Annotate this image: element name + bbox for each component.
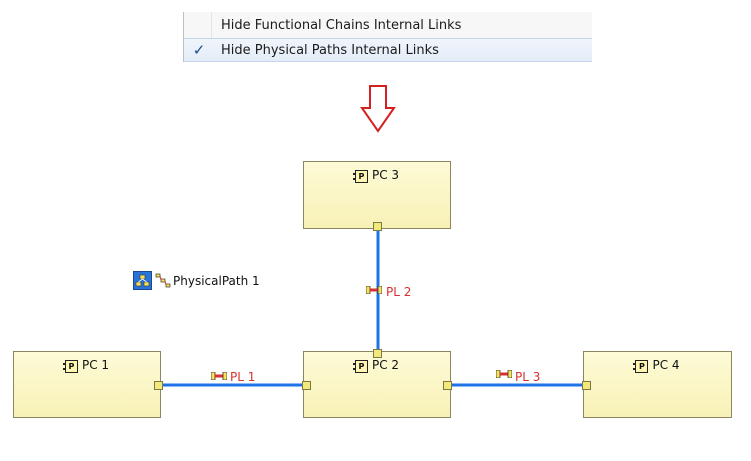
physical-path-label[interactable]: PhysicalPath 1	[173, 274, 260, 288]
node-label: PC 2	[371, 358, 400, 372]
physical-component-icon: P	[62, 360, 78, 373]
menu-item-hide-physical-paths[interactable]: ✓ Hide Physical Paths Internal Links	[184, 38, 592, 62]
port-pc1-right[interactable]	[154, 381, 163, 390]
context-menu: Hide Functional Chains Internal Links ✓ …	[183, 12, 592, 62]
menu-item-label: Hide Functional Chains Internal Links	[221, 17, 462, 33]
physical-component-icon: P	[352, 360, 368, 373]
physical-link-icon	[211, 372, 227, 380]
port-pc2-right[interactable]	[443, 381, 452, 390]
physical-component-icon: P	[352, 170, 368, 183]
port-pc2-top[interactable]	[373, 349, 382, 358]
link-label-pl3[interactable]: PL 3	[515, 370, 541, 384]
link-label-pl1[interactable]: PL 1	[230, 370, 256, 384]
port-pc2-left[interactable]	[302, 381, 311, 390]
physical-link-icon	[496, 370, 512, 378]
port-pc3-bottom[interactable]	[373, 222, 382, 231]
down-arrow-icon	[360, 85, 396, 133]
physical-link-icon	[366, 286, 382, 294]
link-label-pl2[interactable]: PL 2	[386, 285, 412, 299]
physical-path-icon	[155, 273, 171, 288]
menu-item-label: Hide Physical Paths Internal Links	[221, 42, 439, 58]
physical-component-icon: P	[633, 360, 649, 373]
node-label: PC 3	[371, 168, 400, 182]
physical-path-box-icon[interactable]	[133, 271, 152, 290]
node-label: PC 1	[81, 358, 110, 372]
menu-item-hide-functional-chains[interactable]: Hide Functional Chains Internal Links	[184, 13, 592, 37]
node-label: PC 4	[652, 358, 680, 372]
check-icon: ✓	[192, 41, 206, 59]
port-pc4-left[interactable]	[582, 381, 591, 390]
menu-gutter-separator	[211, 12, 212, 62]
